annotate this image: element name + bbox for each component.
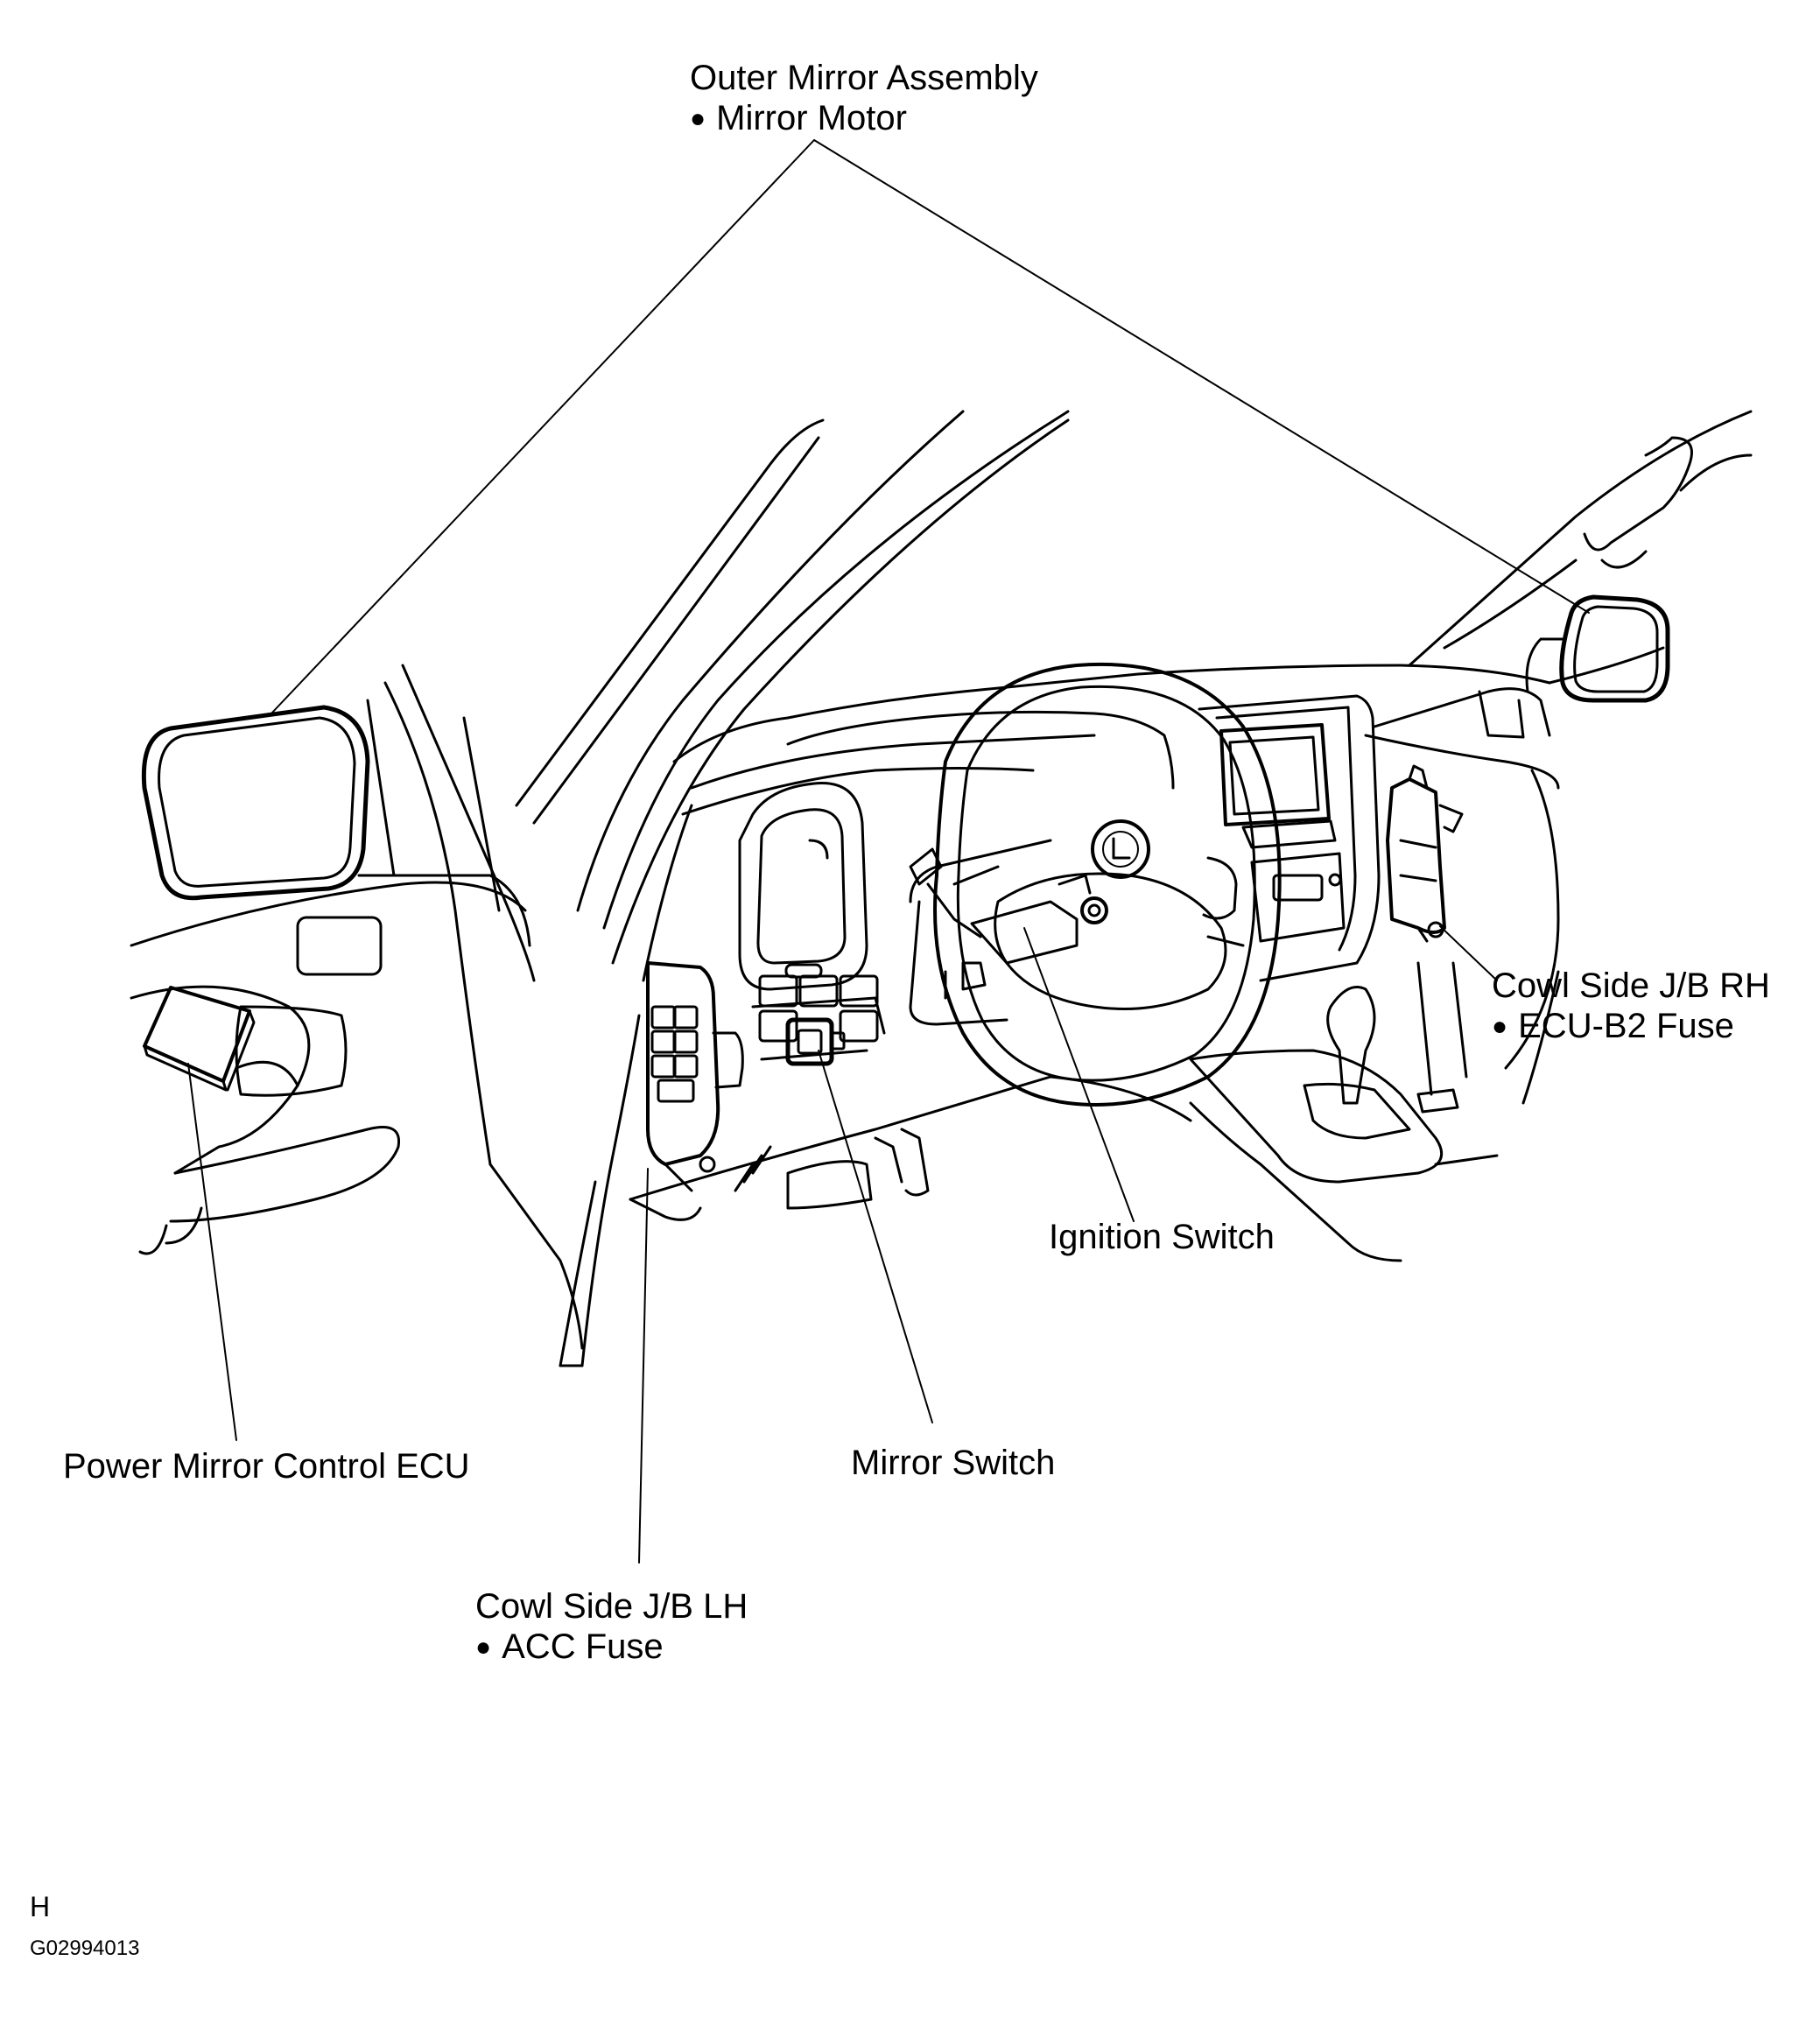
outer-mirror-title: Outer Mirror Assembly <box>690 59 1038 97</box>
center-console <box>1189 694 1499 1262</box>
left-outer-mirror <box>141 705 370 901</box>
power-mirror-ecu-title: Power Mirror Control ECU <box>63 1447 470 1486</box>
cowl-rh-title: Cowl Side J/B RH <box>1492 966 1770 1005</box>
right-dash-and-door <box>1364 410 1753 1105</box>
mirror-switch-title: Mirror Switch <box>851 1444 1056 1482</box>
footer-code: H <box>30 1891 51 1922</box>
label-cowl-side-jb-lh: Cowl Side J/B LH ACC Fuse <box>475 1586 748 1670</box>
cowl-lh-item: ACC Fuse <box>475 1627 748 1670</box>
footer-figure-id: G02994013 <box>30 1936 140 1960</box>
switch-bank <box>758 974 879 1043</box>
ignition-switch-title: Ignition Switch <box>1049 1218 1275 1256</box>
mirror-switch-shape <box>785 1017 846 1066</box>
cowl-jb-rh-shape <box>1386 764 1464 943</box>
label-cowl-side-jb-rh: Cowl Side J/B RH ECU-B2 Fuse <box>1492 966 1770 1050</box>
label-mirror-switch: Mirror Switch <box>851 1443 1055 1483</box>
outer-mirror-item: Mirror Motor <box>690 98 1038 142</box>
label-power-mirror-control-ecu: Power Mirror Control ECU <box>63 1446 470 1486</box>
leader-lines <box>187 139 1590 1564</box>
label-outer-mirror-assembly: Outer Mirror Assembly Mirror Motor <box>690 58 1038 142</box>
steering-wheel <box>933 662 1282 1107</box>
cowl-jb-lh-shape <box>646 961 772 1192</box>
cowl-rh-item: ECU-B2 Fuse <box>1492 1006 1770 1050</box>
lower-dash <box>629 1075 1192 1221</box>
ignition-column <box>909 847 1108 1000</box>
cowl-lh-title: Cowl Side J/B LH <box>475 1587 748 1626</box>
left-door-frame <box>130 664 584 1350</box>
windshield-frame <box>515 410 1070 1367</box>
right-outer-mirror <box>1525 594 1670 703</box>
power-mirror-ecu-box <box>143 986 256 1092</box>
label-ignition-switch: Ignition Switch <box>1049 1217 1275 1257</box>
